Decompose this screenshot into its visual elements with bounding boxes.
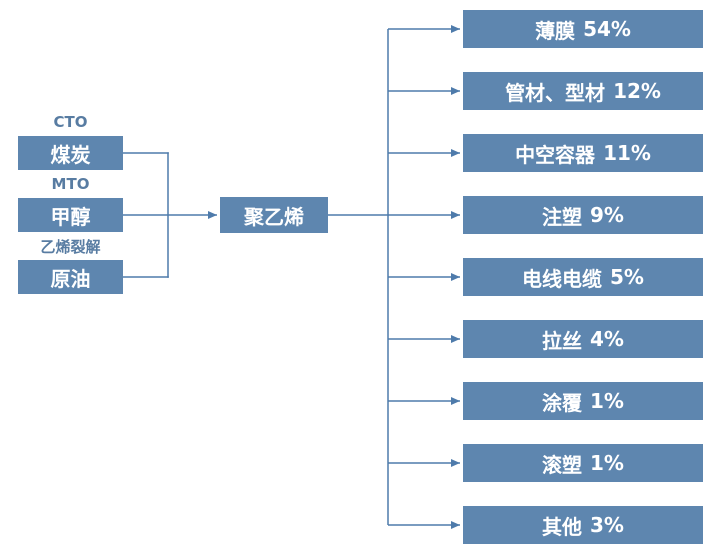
application-share: 3% [590,513,624,537]
source-box-crude-oil: 原油 [18,260,123,294]
application-box-others: 其他 3% [463,506,703,544]
application-label: 涂覆 [542,390,583,415]
application-box-rotomolding: 滚塑 1% [463,444,703,482]
application-share: 11% [603,141,651,165]
process-label-mto: MTO [51,175,90,193]
application-box-drawing: 拉丝 4% [463,320,703,358]
product-box-polyethylene: 聚乙烯 [220,197,328,233]
application-label: 其他 [542,514,583,539]
application-label: 注塑 [542,204,583,229]
application-label: 拉丝 [542,328,583,353]
source-box-methanol: 甲醇 [18,198,123,232]
source-box-coal: 煤炭 [18,136,123,170]
application-share: 54% [583,17,631,41]
process-label-cto: CTO [53,113,88,131]
application-label: 电线电缆 [522,266,603,291]
application-label: 滚塑 [542,452,583,477]
application-box-pipes-profiles: 管材、型材 12% [463,72,703,110]
application-share: 4% [590,327,624,351]
application-label: 薄膜 [535,18,576,43]
application-label: 中空容器 [515,142,596,167]
application-share: 1% [590,389,624,413]
application-box-hollow-containers: 中空容器 11% [463,134,703,172]
application-box-coating: 涂覆 1% [463,382,703,420]
application-share: 5% [610,265,644,289]
application-label: 管材、型材 [505,80,606,105]
process-label-ethylene-cracking: 乙烯裂解 [40,237,101,256]
application-box-injection-molding: 注塑 9% [463,196,703,234]
application-share: 9% [590,203,624,227]
application-box-wire-cable: 电线电缆 5% [463,258,703,296]
application-share: 12% [613,79,661,103]
application-share: 1% [590,451,624,475]
application-box-film: 薄膜 54% [463,10,703,48]
